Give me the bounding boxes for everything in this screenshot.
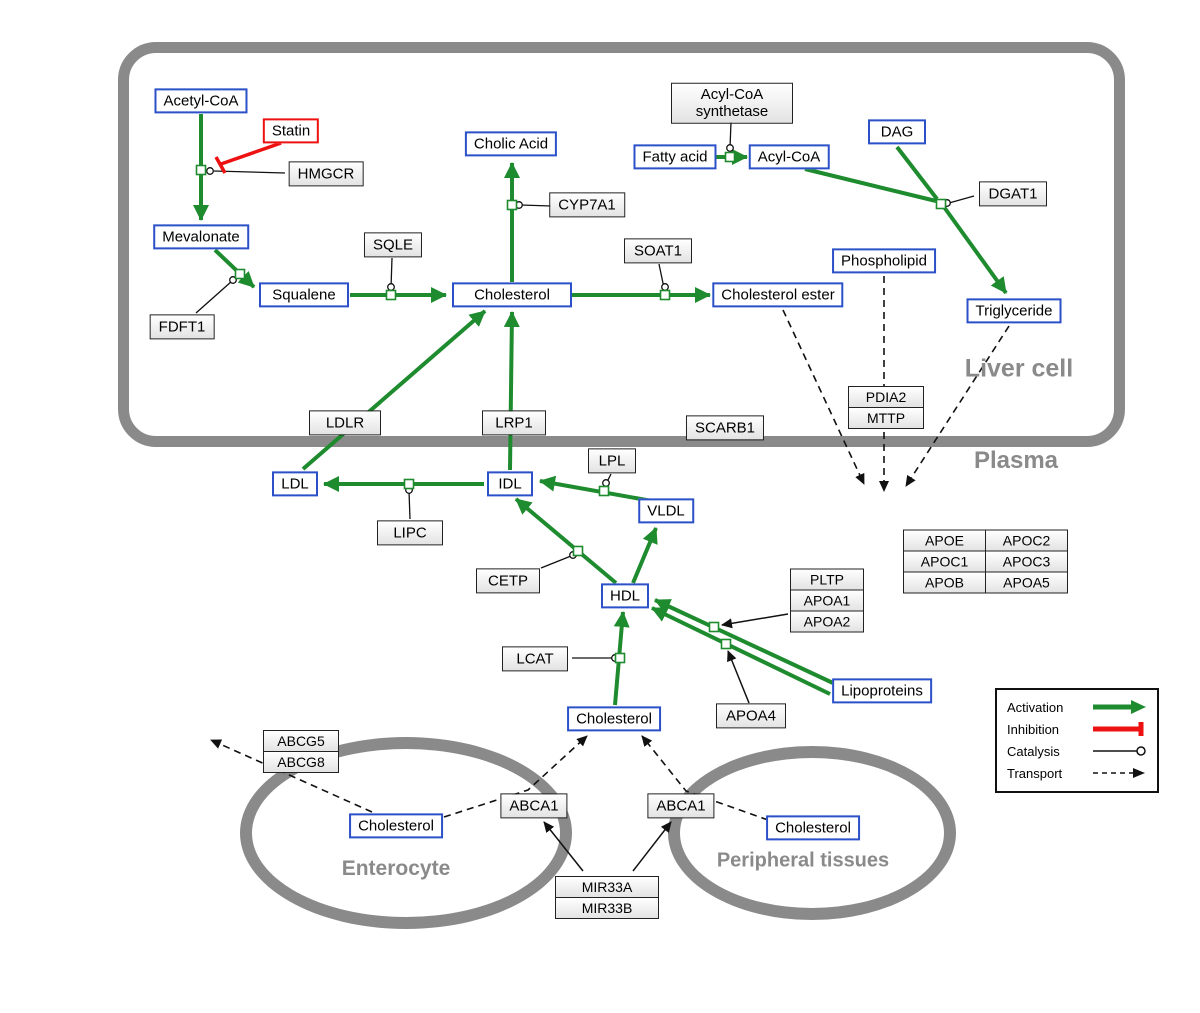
node-mevalonate[interactable]: Mevalonate [153,224,249,250]
node-acetyl-coa[interactable]: Acetyl-CoA [154,88,248,114]
node-statin[interactable]: Statin [262,118,320,144]
activation-arrow-icon [1093,700,1146,714]
node-apoa2[interactable]: APOA2 [790,610,864,633]
node-hmgcr[interactable]: HMGCR [288,161,364,187]
node-fatty-acid[interactable]: Fatty acid [633,144,717,170]
node-apoa1[interactable]: APOA1 [790,589,864,612]
node-mttp[interactable]: MTTP [848,407,924,429]
catalysis-circle-icon [1093,746,1146,756]
legend-row-inhibition: Inhibition [1007,718,1149,740]
node-cholic-acid[interactable]: Cholic Acid [464,131,558,157]
reaction-nodes [195,151,947,664]
node-vldl[interactable]: VLDL [638,498,694,524]
mir33-group: MIR33A MIR33B [555,876,659,919]
node-fdft1[interactable]: FDFT1 [149,314,215,340]
node-pdia2[interactable]: PDIA2 [848,386,924,408]
node-apob[interactable]: APOB [903,571,986,594]
node-triglyceride[interactable]: Triglyceride [966,298,1062,324]
node-abca1-peripheral[interactable]: ABCA1 [647,793,715,819]
node-scarb1[interactable]: SCARB1 [685,415,765,441]
node-apoa4[interactable]: APOA4 [716,703,786,729]
node-cholesterol-ester[interactable]: Cholesterol ester [712,282,844,308]
node-acyl-coa[interactable]: Acyl-CoA [748,144,830,170]
legend-catalysis-label: Catalysis [1007,743,1060,759]
node-cetp[interactable]: CETP [476,568,540,594]
node-sqle[interactable]: SQLE [363,232,423,258]
inhibition-edge [214,141,282,174]
liver-cell-membrane [118,42,1125,447]
pdia2-mttp-group: PDIA2 MTTP [848,386,924,429]
node-abca1-enterocyte[interactable]: ABCA1 [500,793,568,819]
node-dag[interactable]: DAG [868,119,926,145]
liver-cell-label: Liver cell [964,354,1074,383]
abcg-group: ABCG5 ABCG8 [263,730,339,773]
inhibition-tbar-icon [1093,722,1144,736]
node-lipc[interactable]: LIPC [377,520,443,546]
node-lrp1[interactable]: LRP1 [482,410,546,436]
node-apoc1[interactable]: APOC1 [903,550,986,573]
node-soat1[interactable]: SOAT1 [624,238,692,264]
node-squalene[interactable]: Squalene [259,282,349,308]
node-phospholipid[interactable]: Phospholipid [832,248,936,274]
transport-dashed-arrow-icon [1093,768,1145,778]
node-ldl[interactable]: LDL [272,471,318,497]
apolipoprotein-table: APOE APOC2 APOC1 APOC3 APOB APOA5 [903,529,1068,594]
node-cholesterol-enterocyte[interactable]: Cholesterol [349,813,443,839]
legend-activation-label: Activation [1007,699,1064,715]
node-abcg8[interactable]: ABCG8 [263,751,339,773]
legend-row-activation: Activation [1007,696,1149,718]
node-cyp7a1[interactable]: CYP7A1 [549,192,625,218]
legend-transport-label: Transport [1007,765,1063,781]
node-mir33b[interactable]: MIR33B [555,897,659,919]
node-pltp[interactable]: PLTP [790,568,864,591]
node-abcg5[interactable]: ABCG5 [263,730,339,752]
legend-row-catalysis: Catalysis [1007,740,1149,762]
node-apoc3[interactable]: APOC3 [985,550,1068,573]
transport-edges [210,276,1010,821]
node-cholesterol-plasma[interactable]: Cholesterol [567,706,661,732]
node-cholesterol-peripheral[interactable]: Cholesterol [766,815,860,841]
node-cholesterol-liver[interactable]: Cholesterol [452,282,572,308]
node-apoa5[interactable]: APOA5 [985,571,1068,594]
node-mir33a[interactable]: MIR33A [555,876,659,898]
node-apoc2[interactable]: APOC2 [985,529,1068,552]
node-lcat[interactable]: LCAT [502,646,568,672]
legend-inhibition-label: Inhibition [1007,721,1060,737]
legend: Activation Inhibition Catalysis Transpor… [995,688,1159,793]
plasma-label: Plasma [973,447,1059,474]
node-lipoproteins[interactable]: Lipoproteins [832,678,932,704]
legend-row-transport: Transport [1007,762,1149,784]
pltp-apoa-group: PLTP APOA1 APOA2 [790,568,864,633]
node-hdl[interactable]: HDL [600,583,650,609]
node-lpl[interactable]: LPL [588,448,636,474]
node-idl[interactable]: IDL [487,471,533,497]
node-apoe[interactable]: APOE [903,529,986,552]
regulation-arrows [543,613,789,872]
node-dgat1[interactable]: DGAT1 [979,181,1047,207]
node-ldlr[interactable]: LDLR [309,410,381,436]
enterocyte-label: Enterocyte [341,857,451,880]
peripheral-tissues-label: Peripheral tissues [716,849,890,872]
node-acyl-coa-synthetase[interactable]: Acyl-CoA synthetase [671,82,793,124]
